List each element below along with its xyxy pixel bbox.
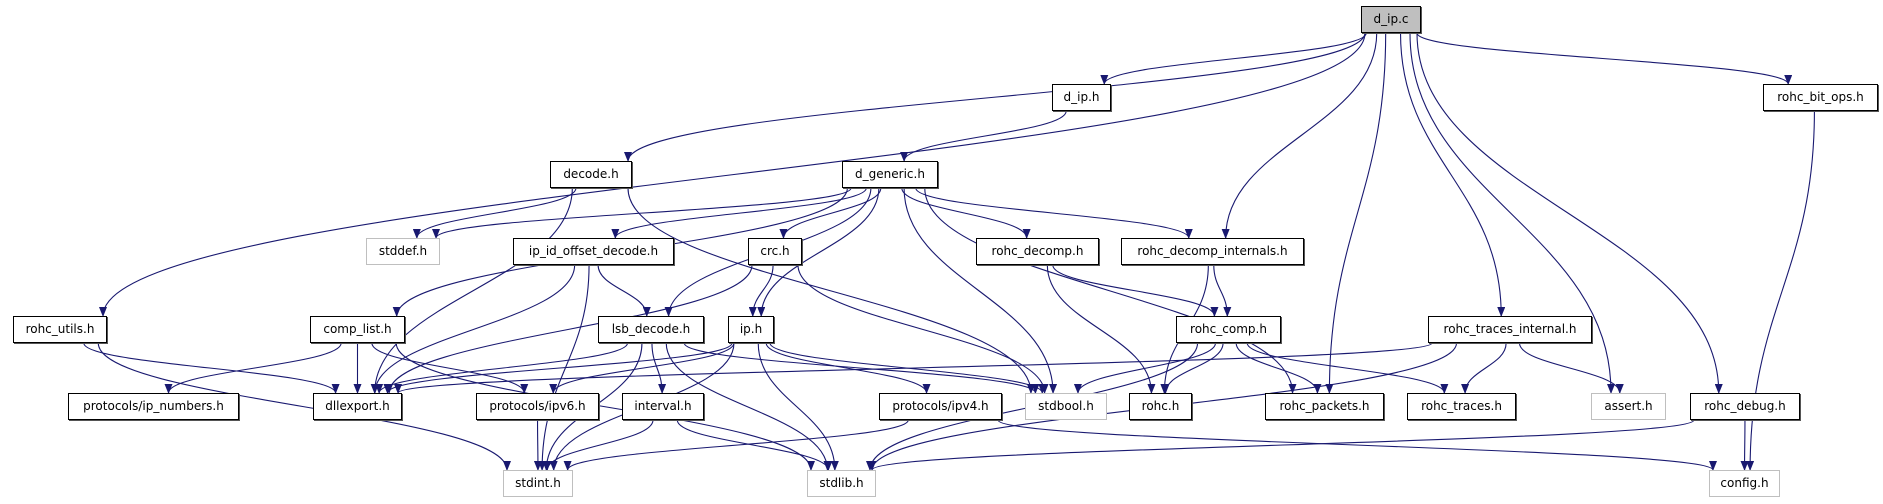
edge-protocols-ipv4-h-to-config-h [997, 419, 1717, 471]
edge-d-ip-c-to-assert-h [1409, 32, 1616, 394]
edge-ip-id-offset-decode-h-to-lsb-decode-h [597, 264, 651, 317]
node-protocols-ipv6-h[interactable]: protocols/ipv6.h [476, 393, 599, 420]
edge-rohc-comp-h-to-rohc-packets-h [1235, 342, 1322, 394]
edge-interval-h-to-stdlib-h [676, 419, 833, 471]
edge-comp-list-h-to-protocols-ipv6-h [371, 342, 529, 394]
edge-ip-id-offset-decode-h-to-dllexport-h [370, 264, 576, 394]
node-interval-h[interactable]: interval.h [622, 393, 704, 420]
edge-lsb-decode-h-to-stdbool-h [683, 342, 1040, 394]
edge-rohc-comp-h-to-rohc-traces-h [1246, 342, 1449, 394]
edge-d-ip-c-to-rohc-utils-h [99, 32, 1366, 317]
edge-d-ip-c-to-decode-h [624, 32, 1366, 162]
edge-rohc-utils-h-to-stdint-h [97, 342, 511, 471]
edge-d-ip-c-to-rohc-packets-h [1325, 32, 1387, 394]
edge-ip-h-to-protocols-ipv4-h [765, 342, 931, 394]
edge-rohc-traces-internal-h-to-rohc-traces-h [1461, 342, 1507, 394]
node-stdbool-h: stdbool.h [1025, 393, 1107, 420]
node-rohc-utils-h[interactable]: rohc_utils.h [13, 316, 107, 343]
edge-ip-h-to-stdlib-h [757, 342, 839, 471]
edge-d-generic-h-to-crc-h [779, 187, 882, 239]
node-rohc-traces-h[interactable]: rohc_traces.h [1407, 393, 1516, 420]
edge-comp-list-h-to-protocols-ip-numbers-h [164, 342, 342, 394]
edge-rohc-decomp-internals-h-to-rohc-comp-h [1213, 264, 1232, 317]
node-ip-id-offset-decode-h[interactable]: ip_id_offset_decode.h [513, 238, 674, 265]
edge-d-ip-c-to-rohc-debug-h [1416, 32, 1723, 394]
node-stddef-h: stddef.h [366, 238, 440, 265]
node-dllexport-h[interactable]: dllexport.h [313, 393, 402, 420]
edge-d-generic-h-to-ip-h [757, 187, 880, 317]
edge-crc-h-to-ip-h [748, 264, 774, 317]
node-crc-h[interactable]: crc.h [748, 238, 802, 265]
node-rohc-h[interactable]: rohc.h [1129, 393, 1192, 420]
edge-ip-h-to-protocols-ipv6-h [549, 342, 735, 394]
node-rohc-traces-internal-h[interactable]: rohc_traces_internal.h [1428, 316, 1592, 343]
node-stdint-h: stdint.h [503, 470, 573, 497]
edge-interval-h-to-stdint-h [543, 419, 654, 471]
node-rohc-debug-h[interactable]: rohc_debug.h [1690, 393, 1800, 420]
edge-d-generic-h-to-rohc-packets-h [924, 187, 1297, 394]
node-assert-h: assert.h [1591, 393, 1666, 420]
edge-rohc-comp-h-to-rohc-h [1161, 342, 1224, 394]
edge-rohc-decomp-h-to-rohc-h [1046, 264, 1156, 394]
node-d-generic-h[interactable]: d_generic.h [842, 161, 938, 188]
node-d-ip-h[interactable]: d_ip.h [1052, 84, 1111, 111]
edge-rohc-comp-h-to-stdbool-h [1074, 342, 1217, 394]
node-lsb-decode-h[interactable]: lsb_decode.h [598, 316, 704, 343]
edge-d-ip-c-to-rohc-traces-internal-h [1399, 32, 1506, 317]
edge-d-generic-h-to-stdbool-h [903, 187, 1058, 394]
node-decode-h[interactable]: decode.h [550, 161, 632, 188]
edge-d-generic-h-to-rohc-decomp-internals-h [915, 187, 1193, 239]
edge-protocols-ipv4-h-to-stdint-h [563, 419, 909, 471]
node-d-ip-c[interactable]: d_ip.c [1361, 6, 1421, 33]
edge-d-generic-h-to-rohc-decomp-h [901, 187, 1031, 239]
node-ip-h[interactable]: ip.h [728, 316, 774, 343]
edge-decode-h-to-stddef-h [412, 187, 577, 239]
edge-d-ip-c-to-rohc-decomp-internals-h [1221, 32, 1378, 239]
node-rohc-packets-h[interactable]: rohc_packets.h [1265, 393, 1384, 420]
node-protocols-ipv4-h[interactable]: protocols/ipv4.h [879, 393, 1002, 420]
edge-d-ip-c-to-rohc-bit-ops-h [1416, 32, 1793, 85]
node-rohc-comp-h[interactable]: rohc_comp.h [1176, 316, 1281, 343]
node-rohc-decomp-internals-h[interactable]: rohc_decomp_internals.h [1121, 238, 1304, 265]
node-protocols-ip-numbers-h[interactable]: protocols/ip_numbers.h [68, 393, 239, 420]
edge-d-generic-h-to-stddef-h [432, 187, 852, 239]
edge-crc-h-to-dllexport-h [385, 264, 753, 394]
node-config-h: config.h [1709, 470, 1780, 497]
edge-d-generic-h-to-ip-id-offset-decode-h [611, 187, 867, 239]
edge-rohc-traces-internal-h-to-assert-h [1518, 342, 1624, 394]
edge-comp-list-h-to-stdlib-h [395, 342, 815, 471]
edge-d-ip-h-to-d-generic-h [900, 110, 1067, 162]
edge-crc-h-to-stdbool-h [797, 264, 1049, 394]
node-rohc-bit-ops-h[interactable]: rohc_bit_ops.h [1763, 84, 1878, 111]
edge-ip-h-to-dllexport-h [383, 342, 733, 394]
node-comp-list-h[interactable]: comp_list.h [310, 316, 405, 343]
node-rohc-decomp-h[interactable]: rohc_decomp.h [976, 238, 1099, 265]
edge-rohc-debug-h-to-stdlib-h [868, 419, 1695, 471]
edge-decode-h-to-dllexport-h [370, 187, 573, 394]
node-stdlib-h: stdlib.h [807, 470, 876, 497]
edge-rohc-traces-internal-h-to-dllexport-h [394, 342, 1433, 394]
edge-d-ip-c-to-d-ip-h [1100, 32, 1367, 85]
edge-rohc-decomp-h-to-rohc-comp-h [1052, 264, 1219, 317]
edge-rohc-utils-h-to-dllexport-h [83, 342, 340, 394]
edge-lsb-decode-h-to-interval-h [651, 342, 667, 394]
